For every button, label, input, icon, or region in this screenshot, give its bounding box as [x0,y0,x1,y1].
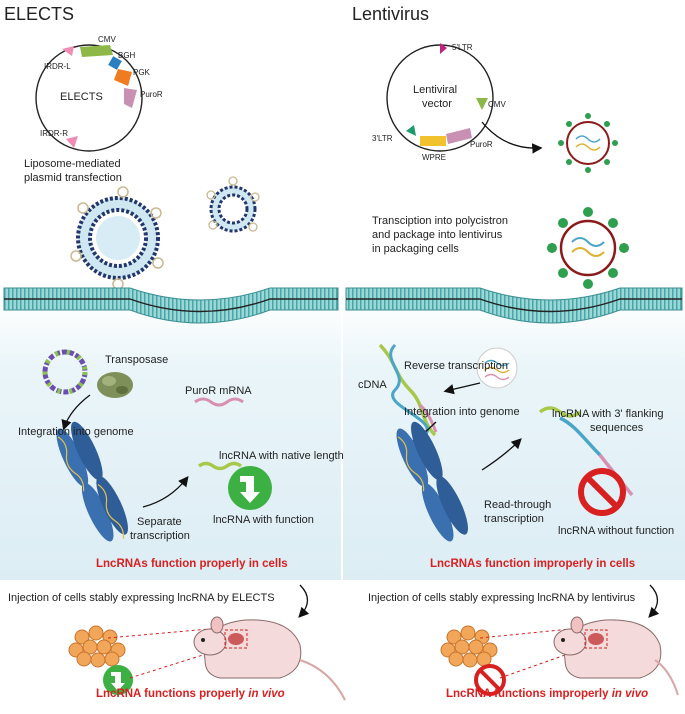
puror-mrna [194,397,244,407]
transfection-line-1: Liposome-mediated [24,158,121,170]
membrane-right [345,287,683,324]
injection-left: Injection of cells stably expressing lnc… [8,592,275,604]
native-lncrna [197,461,243,471]
result-vivo-right-suffix: in vivo [611,688,649,700]
chromosome-right [396,421,468,542]
elects-plasmid-map [35,44,143,152]
plasmid-center-label: ELECTS [60,91,103,103]
arrow-transcription-left [142,475,189,508]
label-readthrough-2: transcription [484,513,544,525]
result-cells-left: LncRNAs function properly in cells [96,558,288,570]
function-icon-vivo [103,665,133,695]
label-separate-1: Separate [137,516,182,528]
elects-plasmid-mini [42,349,88,395]
mouse-left [193,616,346,701]
membrane-left [3,287,339,324]
label-integration-right: Integration into genome [404,406,520,418]
label-cmv-lenti: CMV [488,100,506,109]
lentiviral-vector-map [386,43,494,152]
cell-cluster-right [440,625,498,668]
label-3ltr: 3'LTR [372,134,393,143]
result-vivo-right: LncRNA functions improperly in vivo [446,688,648,701]
label-without-function: lncRNA without function [558,525,675,537]
result-vivo-left: LncRNA functions properly in vivo [96,688,285,701]
vector-center-line-1: Lentiviral [413,84,458,96]
vector-center-line-2: vector [422,98,452,110]
label-integration-left: Integration into genome [18,426,134,438]
label-irdr-r: IRDR-R [40,129,68,138]
no-function-icon-right [578,468,626,516]
label-readthrough-1: Read-through [484,499,552,511]
result-vivo-right-prefix: LncRNA functions improperly [446,688,612,700]
label-transposase: Transposase [105,354,169,366]
label-puror-elects: PuroR [140,90,163,99]
result-vivo-left-prefix: LncRNA functions properly [96,688,249,700]
chromosome-left [56,421,128,542]
arrow-readthrough [481,438,522,471]
label-flanking-2: sequences [590,422,644,434]
polycistron-line-2: and package into lentivirus [372,229,503,241]
function-icon-left [228,466,272,510]
label-bgh: BGH [118,51,136,60]
result-cells-right: LncRNAs function improperly in cells [430,558,636,570]
label-cdna: cDNA [358,379,387,391]
dash-line-left-1 [107,627,221,639]
label-with-function: lncRNA with function [213,514,314,526]
dash-line-right-1 [479,627,581,639]
label-reverse-transcription: Reverse transcription [404,360,508,372]
arrow-reverse-transcription [443,382,481,395]
liposome-small [206,176,260,233]
label-native-length: lncRNA with native length [219,450,344,462]
title-lentivirus: Lentivirus [352,4,430,24]
label-pgk: PGK [133,68,150,77]
label-irdr-l: IRDR-L [44,62,71,71]
arrow-injection-right [648,584,660,618]
label-wpre: WPRE [422,153,446,162]
label-5ltr: 5'LTR [452,43,473,52]
result-vivo-left-suffix: in vivo [248,688,285,700]
transposase-protein [97,372,133,398]
rna-bubble [476,347,518,389]
cell-cluster-left [68,625,126,668]
label-separate-2: transcription [130,530,190,542]
injection-right: Injection of cells stably expressing lnc… [368,592,636,604]
label-puror-mrna: PuroR mRNA [185,385,252,397]
label-flanking-1: lncRNA with 3' flanking [552,408,664,420]
label-cmv-elects: CMV [98,35,116,44]
arrow-vector-to-virus [481,121,543,154]
liposome-large [70,186,164,290]
cdna-helix [378,343,438,437]
no-function-icon-vivo [474,664,506,696]
mouse-right [553,616,679,696]
transfection-line-2: plasmid transfection [24,172,122,184]
polycistron-line-3: in packaging cells [372,243,459,255]
arrow-injection-left [298,584,310,618]
small-lentivirus [558,113,618,173]
arrow-to-integration-left [61,394,91,431]
packaged-lentivirus [547,207,629,289]
polycistron-line-1: Transciption into polycistron [372,215,508,227]
label-puror-lenti: PuroR [470,140,493,149]
dash-line-left-2 [129,647,226,679]
title-elects: ELECTS [4,4,75,24]
